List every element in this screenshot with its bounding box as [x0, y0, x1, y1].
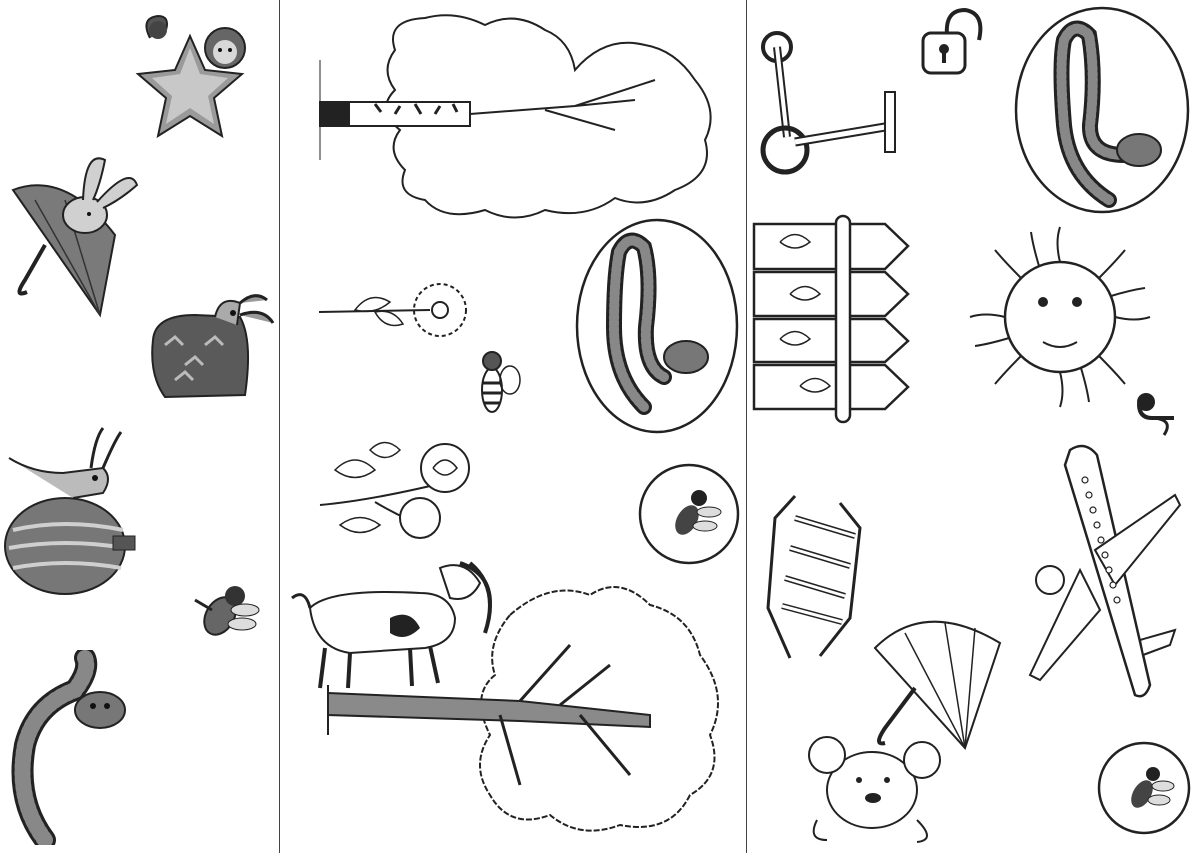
fallen-oak-tree-icon: [320, 575, 735, 840]
donkey-in-pot-icon: [145, 285, 275, 405]
sled-icon: [760, 488, 870, 663]
bear-cub-icon: [797, 720, 947, 845]
bee-icon: [190, 578, 260, 643]
column-divider-right: [746, 0, 747, 853]
snake-in-oval-icon: [1014, 5, 1191, 215]
fence-icon: [750, 214, 912, 426]
birch-tree-icon: [315, 10, 725, 225]
deer-on-watermelon-icon: [3, 418, 143, 598]
monkey-on-star-icon: [130, 8, 265, 158]
column-divider-left: [279, 0, 280, 853]
airplane-icon: [1025, 440, 1190, 710]
note-symbol-icon: [1134, 390, 1189, 440]
flower-stem-icon: [315, 280, 495, 355]
roses-icon: [315, 430, 485, 550]
snake-icon: [5, 650, 130, 845]
padlock-icon: [917, 5, 989, 80]
umbrella-icon: [855, 608, 1005, 768]
scooter-icon: [755, 22, 915, 177]
rabbit-with-umbrella-icon: [5, 140, 140, 325]
sun-icon: [965, 222, 1155, 412]
wasp-icon: [462, 345, 522, 420]
goat-icon: [290, 548, 500, 693]
fly-in-circle-icon: [637, 462, 741, 566]
snake-in-oval-icon: [574, 217, 740, 435]
fly-in-circle-icon: [1097, 740, 1191, 836]
